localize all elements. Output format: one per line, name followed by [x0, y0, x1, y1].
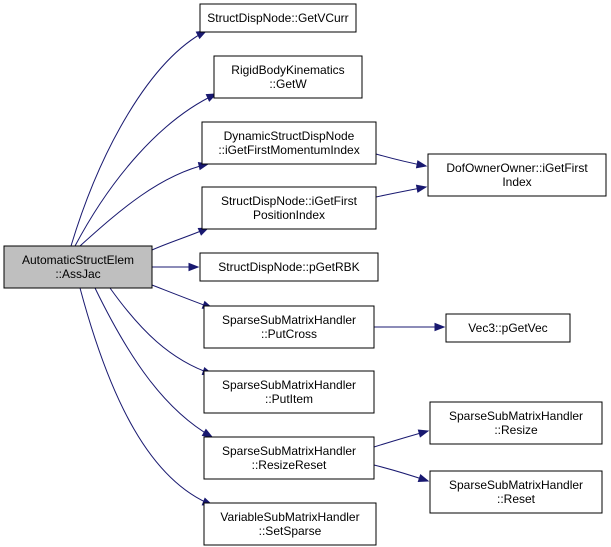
node-label: DynamicStructDispNode — [224, 129, 355, 143]
node-box — [427, 153, 607, 197]
node-label: ::GetW — [269, 77, 307, 91]
edge-root-to-n_putcross — [151, 284, 213, 309]
arrowhead-n_resizereset-to-n_reset — [417, 473, 430, 483]
node-box — [445, 313, 571, 343]
arrowhead-n_putcross-to-n_pgetvec — [434, 322, 446, 332]
nodes-layer: AutomaticStructElem::AssJac StructDispNod… — [3, 3, 607, 546]
graph-node-reset[interactable]: SparseSubMatrixHandler::Reset — [429, 470, 603, 514]
node-label: ::ResizeReset — [252, 458, 327, 472]
edge-root-to-n_putitem — [109, 287, 213, 375]
graph-node-ifirstmomentum[interactable]: DynamicStructDispNode::iGetFirstMomentum… — [201, 121, 377, 165]
root-node[interactable]: AutomaticStructElem::AssJac — [3, 245, 153, 289]
graph-node-pgetrbk[interactable]: StructDispNode::pGetRBK — [199, 252, 379, 282]
node-box — [429, 401, 603, 445]
node-box — [203, 305, 375, 349]
node-label: ::Reset — [497, 492, 536, 506]
node-box — [201, 186, 377, 230]
node-label: Index — [502, 175, 531, 189]
graph-node-getvcurr[interactable]: StructDispNode::GetVCurr — [199, 3, 357, 33]
edge-root-to-n_resizereset — [94, 287, 213, 438]
node-label: SparseSubMatrixHandler — [222, 378, 356, 392]
graph-node-putcross[interactable]: SparseSubMatrixHandler::PutCross — [203, 305, 375, 349]
node-label: SparseSubMatrixHandler — [222, 444, 356, 458]
graph-node-resizereset[interactable]: SparseSubMatrixHandler::ResizeReset — [203, 436, 375, 480]
arrowhead-n_resizereset-to-n_resize — [417, 429, 430, 438]
edge-root-to-n_ifirstmomentum — [79, 163, 209, 247]
edge-root-to-n_getw — [74, 93, 217, 247]
arrowhead-n_ifirstmomentum-to-n_dofowner — [415, 160, 428, 169]
node-label: SparseSubMatrixHandler — [449, 409, 583, 423]
node-label: ::iGetFirstMomentumIndex — [218, 143, 359, 157]
node-label: VariableSubMatrixHandler — [220, 510, 359, 524]
node-box — [199, 3, 357, 33]
node-label: PositionIndex — [253, 208, 325, 222]
node-label: RigidBodyKinematics — [231, 63, 344, 77]
node-label: StructDispNode::GetVCurr — [207, 11, 348, 25]
arrowhead-root-to-n_resizereset — [201, 428, 214, 438]
node-box — [199, 252, 379, 282]
graph-node-getw[interactable]: RigidBodyKinematics::GetW — [213, 55, 363, 99]
node-label: ::PutItem — [265, 392, 313, 406]
node-label: ::SetSparse — [259, 524, 322, 538]
node-label: ::AssJac — [55, 267, 100, 281]
graph-node-resize[interactable]: SparseSubMatrixHandler::Resize — [429, 401, 603, 445]
node-box — [203, 436, 375, 480]
node-box — [429, 470, 603, 514]
node-box — [3, 245, 153, 289]
arrowhead-n_ifirstposition-to-n_dofowner — [415, 184, 428, 193]
node-box — [201, 121, 377, 165]
node-box — [213, 55, 363, 99]
node-label: DofOwnerOwner::iGetFirst — [446, 161, 588, 175]
node-label: ::PutCross — [261, 327, 317, 341]
node-label: Vec3::pGetVec — [468, 321, 547, 335]
node-label: SparseSubMatrixHandler — [222, 313, 356, 327]
graph-node-putitem[interactable]: SparseSubMatrixHandler::PutItem — [203, 370, 375, 414]
node-label: AutomaticStructElem — [22, 253, 134, 267]
node-label: SparseSubMatrixHandler — [449, 478, 583, 492]
node-label: ::Resize — [494, 423, 538, 437]
graph-node-setsparse[interactable]: VariableSubMatrixHandler::SetSparse — [203, 502, 377, 546]
node-label: StructDispNode::pGetRBK — [218, 260, 359, 274]
edge-root-to-n_setsparse — [79, 287, 213, 506]
edge-root-to-n_getvcurr — [70, 30, 207, 247]
node-box — [203, 502, 377, 546]
node-box — [203, 370, 375, 414]
arrowhead-root-to-n_pgetrbk — [188, 262, 200, 272]
node-label: StructDispNode::iGetFirst — [221, 194, 358, 208]
graph-node-pgetvec[interactable]: Vec3::pGetVec — [445, 313, 571, 343]
